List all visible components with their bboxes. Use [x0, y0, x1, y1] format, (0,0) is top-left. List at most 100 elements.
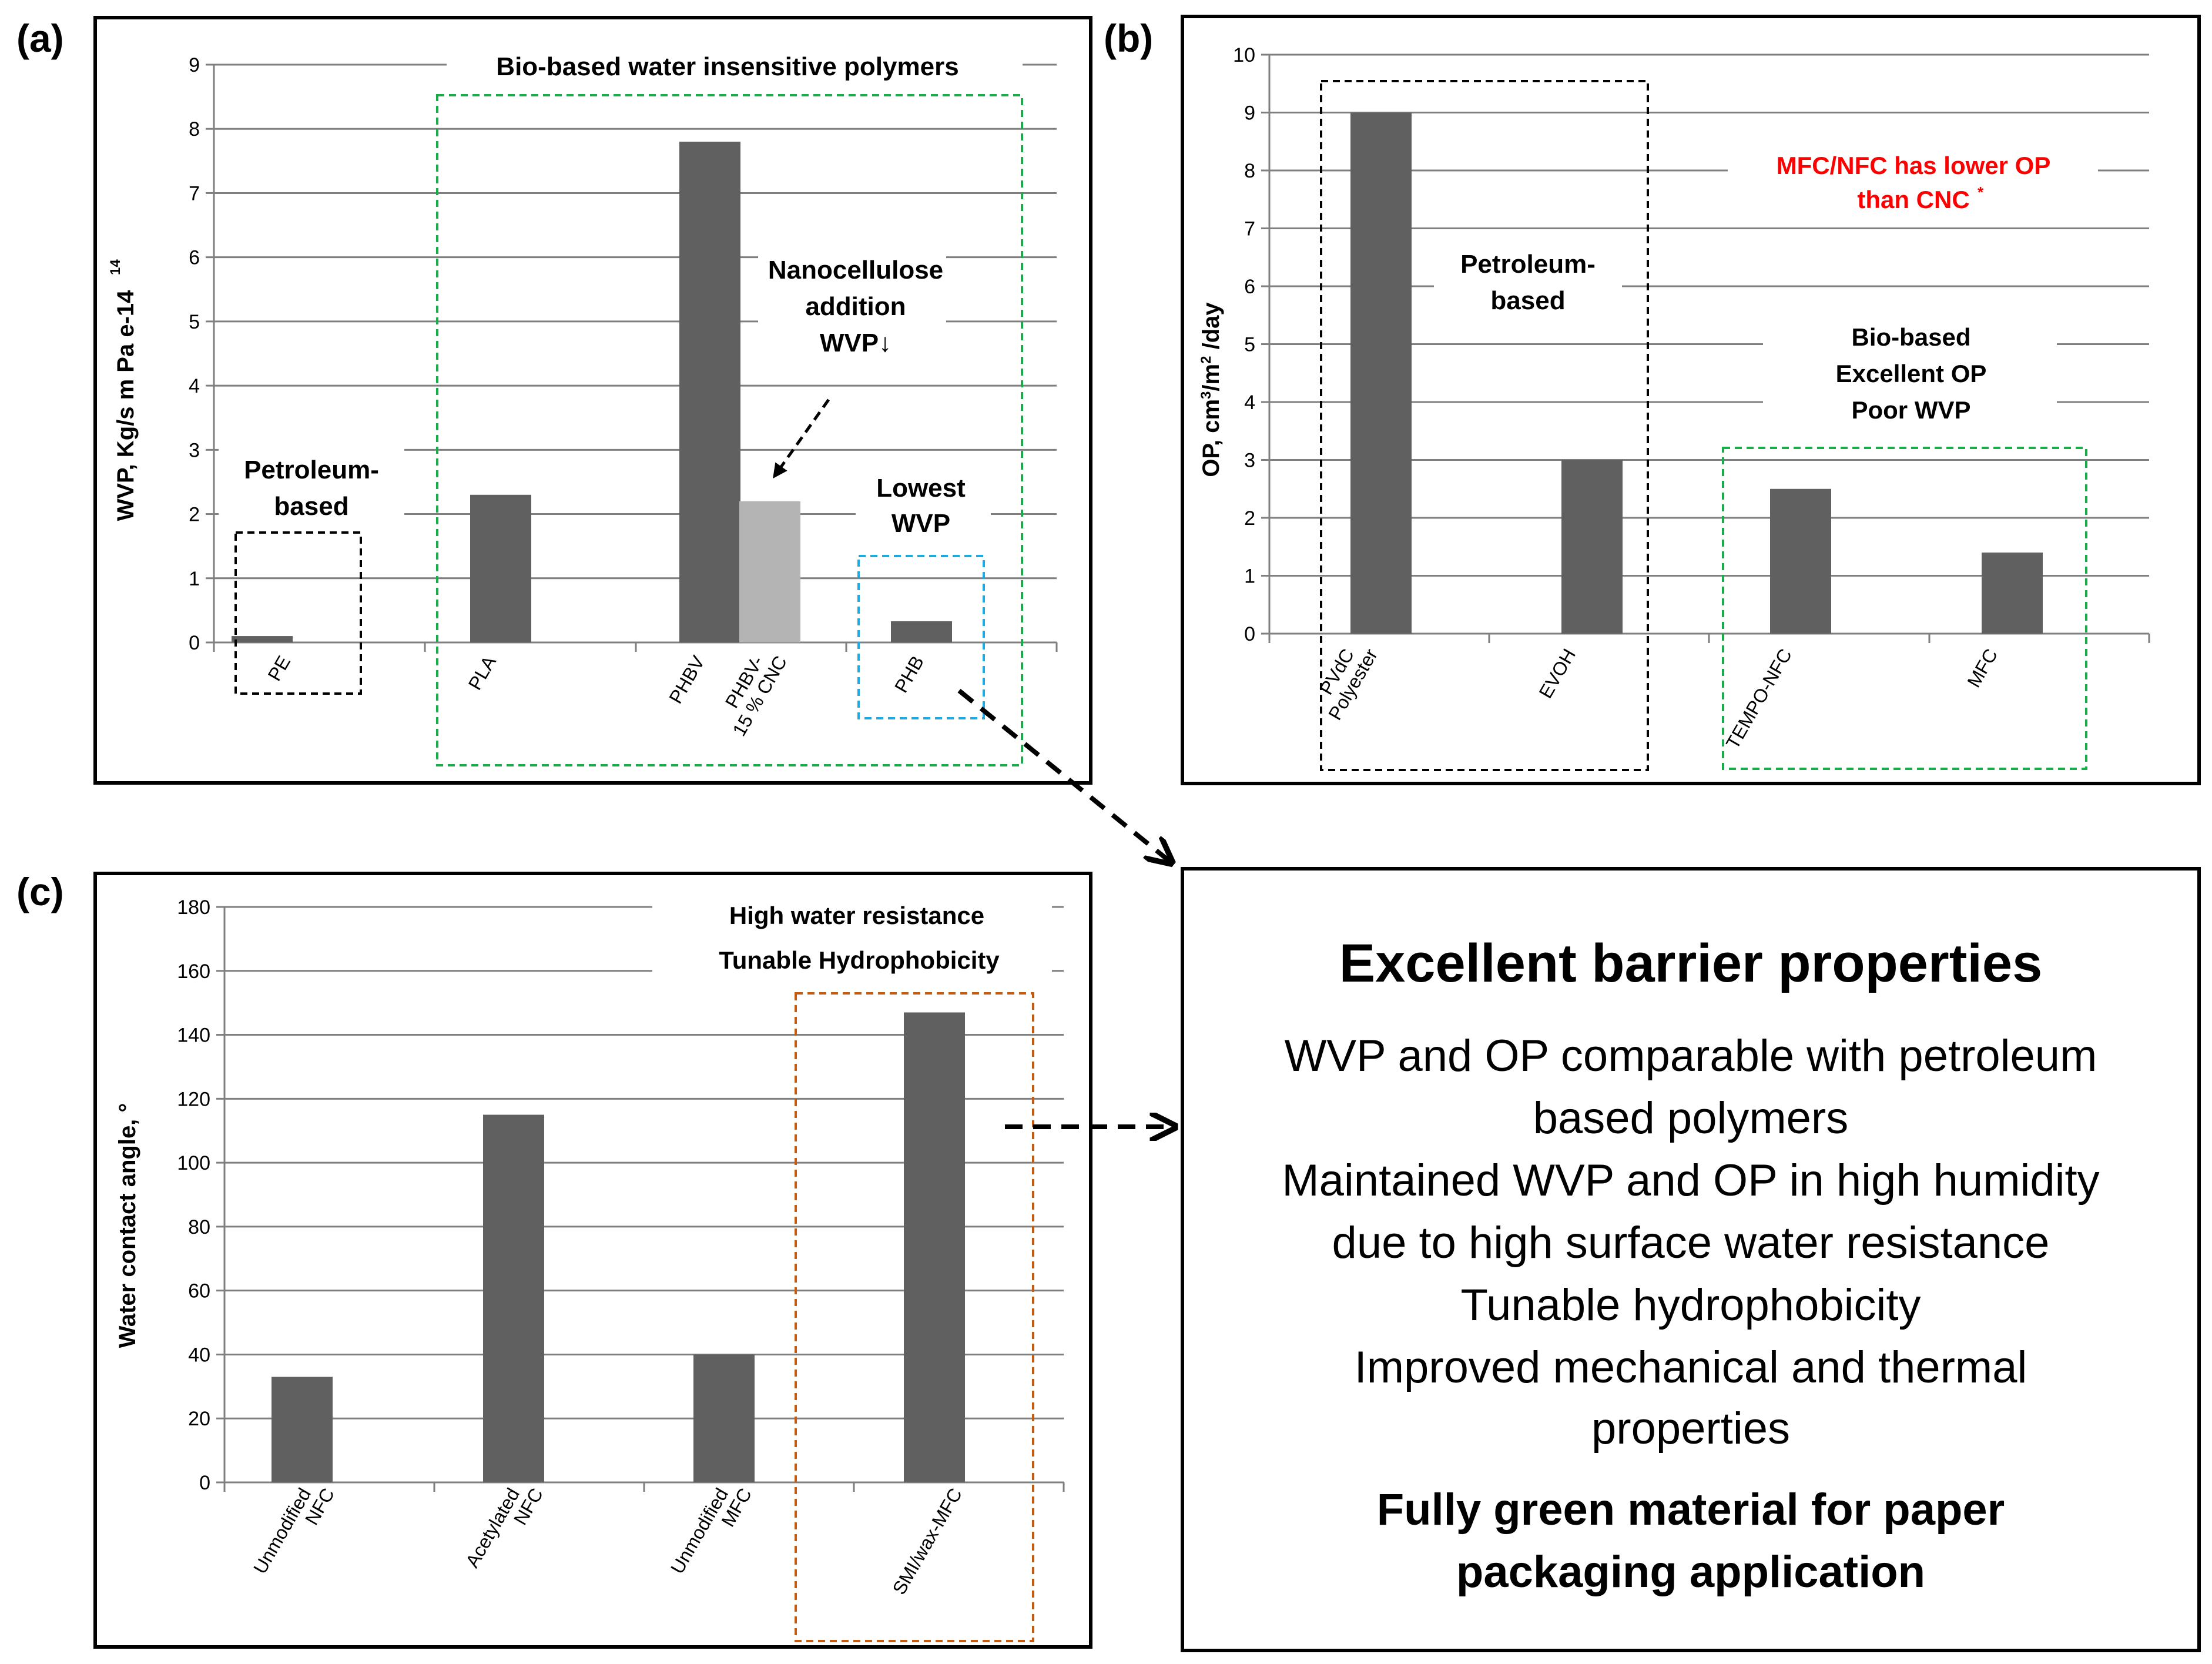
bio-label-b-l3: Poor WVP: [1851, 396, 1970, 424]
y-tick-label: 5: [1244, 334, 1255, 356]
panel-label-c: (c): [16, 870, 64, 913]
summary-line-5: Tunable hydrophobicity: [1460, 1280, 1921, 1330]
bio-label-b-l2: Excellent OP: [1836, 360, 1987, 387]
y-tick-label: 3: [189, 439, 200, 461]
summary-footer-l2: packaging application: [1456, 1547, 1925, 1597]
y-tick-label: 5: [189, 311, 200, 333]
y-tick-label: 4: [189, 375, 200, 397]
red-label-b-l2: than CNC: [1857, 186, 1969, 213]
chart-a-ylabel-superscript: 14: [108, 259, 123, 275]
tick-label-b-mfc: MFC: [1963, 645, 2002, 691]
smi-wax-box-c: [795, 992, 1034, 1642]
lowest-label-a-l1: Lowest: [876, 474, 966, 503]
petro-label-bg-b: [1434, 241, 1622, 323]
petro-label-a-l2: based: [274, 492, 348, 521]
red-label-bg-b: [1728, 146, 2098, 226]
lowest-label-a-l2: WVP: [891, 509, 950, 538]
bar: [891, 621, 952, 642]
bar: [904, 1012, 965, 1482]
tick-label-a-pe: PE: [264, 652, 295, 685]
tick-label-a-pla: PLA: [464, 652, 501, 694]
chart-c-ylabel: Water contact angle, °: [115, 1103, 140, 1348]
tick-label-c-2-l1: Acetylated: [461, 1485, 524, 1571]
bar: [1350, 112, 1412, 634]
summary-line-7: properties: [1591, 1404, 1790, 1454]
y-tick-label: 140: [177, 1024, 210, 1047]
panel-label-b: (b): [1104, 16, 1153, 60]
bar: [739, 501, 800, 642]
tick-label-c-1-l1: Unmodified: [249, 1485, 315, 1578]
y-tick-label: 20: [188, 1408, 210, 1430]
red-label-b-star: *: [1978, 183, 1984, 201]
petro-label-a-l1: Petroleum-: [244, 456, 379, 484]
y-tick-label: 60: [188, 1280, 210, 1303]
tick-label-b-evoh: EVOH: [1535, 645, 1580, 702]
bio-based-box-a: [436, 94, 1023, 766]
tick-label-c-4: SMI/wax-MFC: [889, 1485, 967, 1599]
y-tick-label: 1: [189, 568, 200, 590]
y-tick-label: 0: [189, 632, 200, 654]
nano-label-bg-a: [758, 247, 946, 370]
summary-line-6: Improved mechanical and thermal: [1355, 1342, 2027, 1392]
bio-title-a: Bio-based water insensitive polymers: [496, 52, 958, 81]
nano-label-a-l1: Nanocellulose: [768, 256, 943, 284]
summary-line-4: due to high surface water resistance: [1332, 1218, 2050, 1268]
y-tick-label: 100: [177, 1152, 210, 1174]
chart-a-ylabel: WVP, Kg/s m Pa e-14: [113, 290, 139, 521]
summary-frame: [1181, 867, 2201, 1652]
bar: [1561, 460, 1623, 634]
nano-label-a-l3: WVP↓: [820, 329, 891, 357]
c-label-l1: High water resistance: [729, 902, 984, 929]
chart-b-ylabel: OP, cm3/m2 /day: [1198, 302, 1224, 477]
bar: [1982, 553, 2043, 634]
y-tick-label: 160: [177, 960, 210, 983]
c-label-bg: [652, 893, 1052, 982]
y-tick-label: 80: [188, 1216, 210, 1238]
summary-line-2: based polymers: [1533, 1093, 1849, 1143]
bar: [679, 142, 740, 643]
lowest-label-bg-a: [856, 464, 991, 547]
petro-label-b-l2: based: [1490, 286, 1565, 315]
summary-line-3: Maintained WVP and OP in high humidity: [1282, 1156, 2099, 1206]
petroleum-box-b: [1320, 80, 1649, 771]
y-tick-label: 180: [177, 896, 210, 919]
lowest-wvp-box-a: [857, 555, 985, 719]
tick-label-a-phb: PHB: [890, 652, 928, 697]
petro-label-bg-a: [219, 447, 404, 528]
bar: [693, 1354, 755, 1482]
y-tick-label: 9: [1244, 102, 1255, 125]
summary-footer-l1: Fully green material for paper: [1377, 1485, 2005, 1535]
red-label-b-l1: MFC/NFC has lower OP: [1777, 152, 2051, 179]
y-tick-label: 8: [189, 118, 200, 140]
bar: [1770, 488, 1831, 634]
bio-based-box-b: [1722, 447, 2087, 770]
petro-label-b-l1: Petroleum-: [1460, 250, 1596, 279]
y-tick-label: 0: [199, 1472, 210, 1494]
arrow-a-to-summary: [957, 688, 1169, 861]
bar: [272, 1377, 333, 1482]
y-tick-label: 6: [1244, 276, 1255, 298]
y-tick-label: 10: [1233, 44, 1255, 66]
c-label-l2: Tunable Hydrophobicity: [719, 946, 1000, 974]
y-tick-label: 0: [1244, 623, 1255, 645]
y-tick-label: 9: [189, 54, 200, 76]
bar: [470, 494, 531, 642]
tick-label-a-phbv: PHBV: [665, 652, 709, 707]
y-tick-label: 120: [177, 1088, 210, 1110]
bio-label-b-l1: Bio-based: [1851, 323, 1970, 351]
summary-title: Excellent barrier properties: [1339, 933, 2043, 993]
y-tick-label: 4: [1244, 391, 1255, 414]
panel-b-frame: [1181, 15, 2201, 785]
bar: [232, 636, 293, 642]
y-tick-label: 2: [1244, 507, 1255, 530]
bio-label-bg-b: [1763, 317, 2057, 435]
bar: [483, 1114, 544, 1482]
panel-label-a: (a): [16, 16, 64, 60]
y-tick-label: 6: [189, 247, 200, 269]
tick-label-b-tempo-nfc: TEMPO-NFC: [1722, 645, 1796, 753]
panel-a-frame: [93, 16, 1092, 785]
summary-line-1: WVP and OP comparable with petroleum: [1285, 1031, 2097, 1081]
